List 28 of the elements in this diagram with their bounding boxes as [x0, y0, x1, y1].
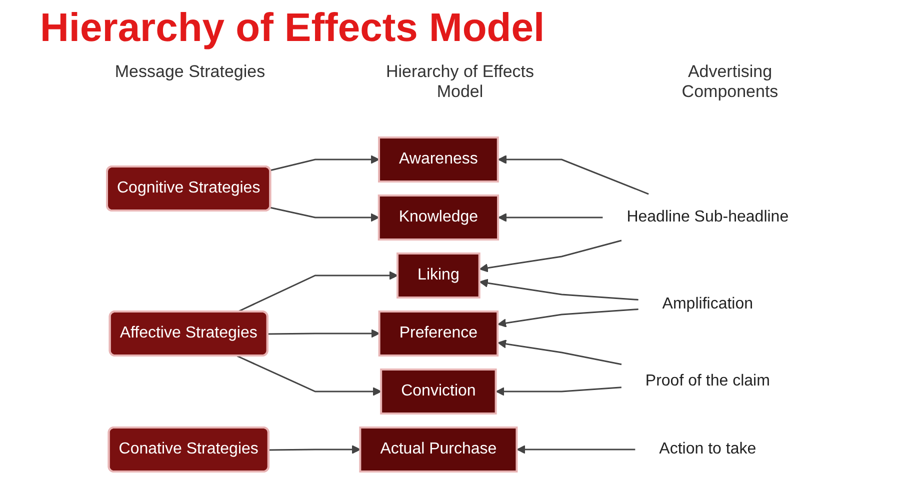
- node-text: Amplification: [662, 296, 754, 312]
- arrow: [480, 278, 639, 300]
- node-text: Proof of the claim: [646, 372, 770, 390]
- node-text: Headline Sub-headline: [626, 208, 789, 226]
- arrow: [480, 240, 622, 272]
- node-box: Actual Purchase: [359, 426, 518, 472]
- title: Hierarchy of Effects Model: [40, 6, 545, 51]
- arrow: [236, 271, 398, 313]
- arrow: [498, 155, 650, 195]
- arrow: [498, 340, 622, 366]
- node-text: Action to take: [659, 440, 756, 458]
- column-heading: Advertising Components: [680, 62, 780, 102]
- node-box: Preference: [378, 310, 499, 356]
- column-heading: Message Strategies: [114, 62, 266, 82]
- arrow: [516, 445, 636, 454]
- node-box: Awareness: [378, 136, 500, 182]
- node-box: Conviction: [380, 368, 497, 414]
- arrow: [270, 155, 380, 172]
- arrow: [498, 213, 603, 222]
- arrow: [269, 445, 361, 454]
- arrow: [498, 308, 639, 328]
- node-box: Knowledge: [378, 194, 500, 240]
- arrow: [270, 206, 380, 222]
- arrow: [268, 329, 380, 338]
- arrow: [496, 386, 622, 396]
- column-heading: Hierarchy of Effects Model: [384, 62, 536, 102]
- arrow: [236, 355, 382, 396]
- node-box: Liking: [396, 252, 481, 298]
